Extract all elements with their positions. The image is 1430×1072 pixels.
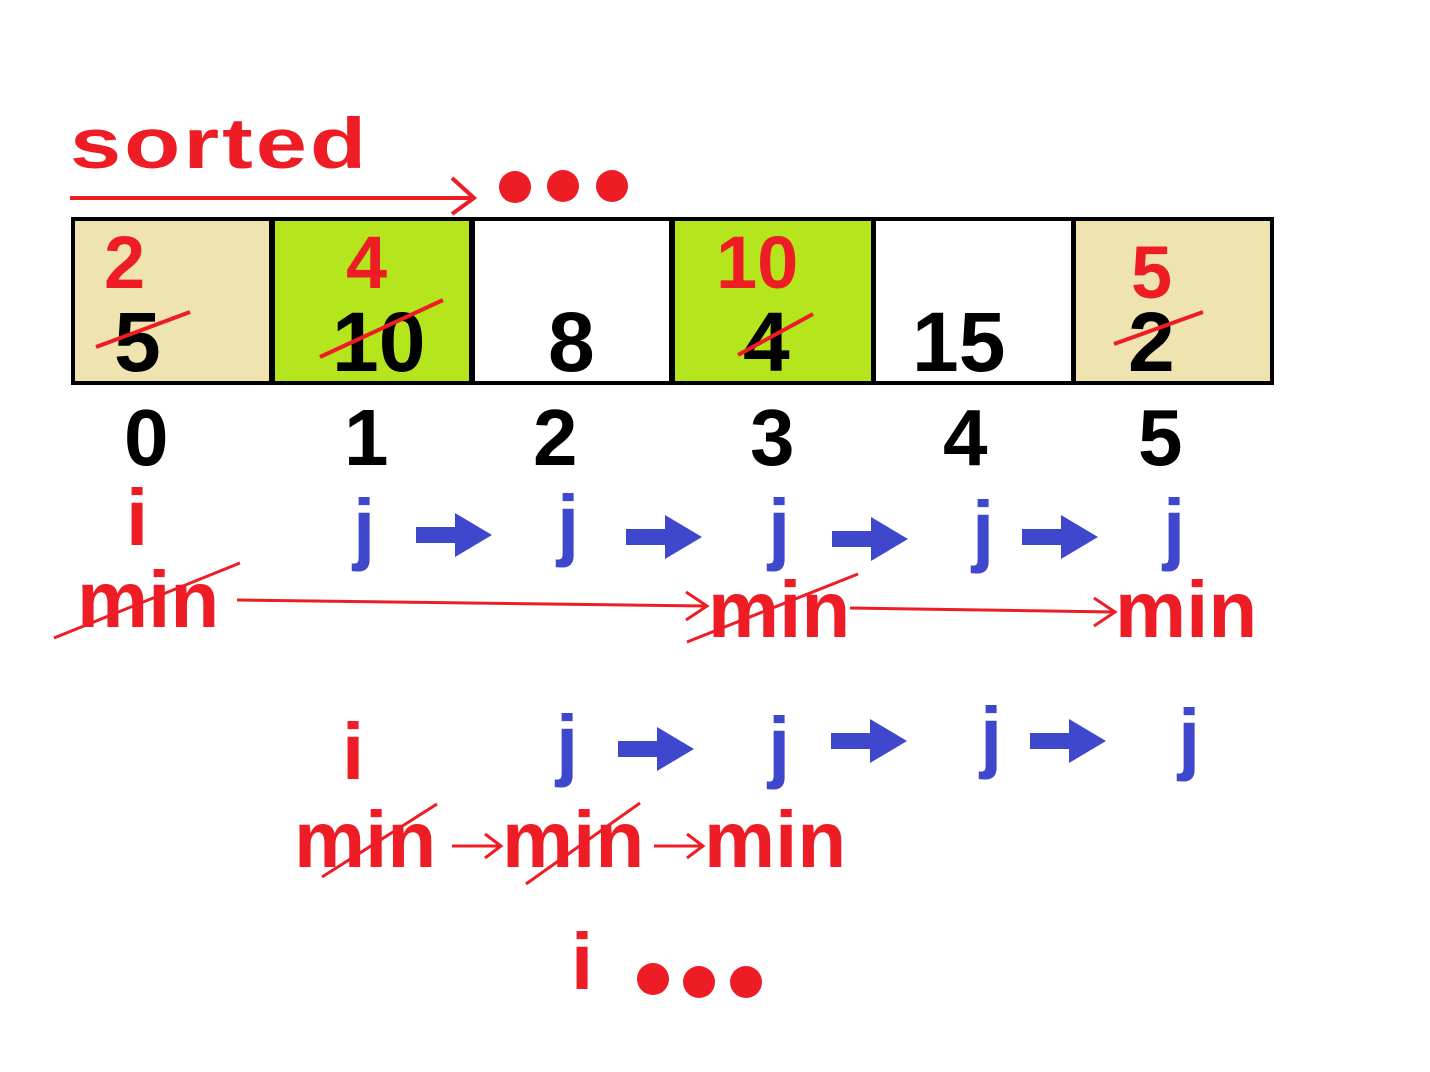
pass1-min-annotations [53, 561, 1118, 644]
cell-0-old-value: 5 [114, 295, 161, 389]
strike-pass2-min-1 [321, 802, 438, 879]
pass1-min-label-3: min [1115, 565, 1258, 654]
pass2-min-label-3: min [704, 795, 847, 884]
strike-pass2-min-2 [525, 801, 641, 886]
pass1-min-label-2: min [708, 565, 851, 654]
pass1-j-label-4: j [972, 485, 995, 574]
strike-cell-0 [95, 310, 191, 349]
array-cell-4 [872, 217, 1075, 385]
pass1-i-label: i [126, 473, 149, 562]
sorted-label: sorted [70, 104, 370, 184]
cell-3-old-value: 4 [743, 295, 790, 389]
cell-5-new-value: 5 [1131, 231, 1173, 314]
pass2-j-label-3: j [980, 691, 1003, 780]
pass2-arrow-3 [1030, 719, 1106, 763]
ellipsis-dots-bottom [637, 963, 762, 998]
cell-strikes [95, 298, 1204, 359]
pass1-j-label-3: j [768, 483, 791, 572]
pass2-j-label-4: j [1178, 693, 1201, 782]
cell-3-new-value: 10 [716, 221, 799, 304]
ellipsis-dots-top [499, 170, 628, 203]
cell-0-new-value: 2 [104, 221, 146, 304]
pass2-j-label-1: j [556, 699, 579, 788]
pass1-min-arrow-2 [849, 606, 1115, 614]
cell-5-old-value: 2 [1128, 295, 1175, 389]
cell-4-value: 15 [912, 295, 1006, 389]
pass1-blue-arrows [416, 513, 1098, 561]
index-0: 0 [124, 393, 169, 482]
pass1-j-label-1: j [353, 483, 376, 572]
pass2-arrow-1 [618, 727, 694, 771]
pass2-min-label-1: min [294, 795, 437, 884]
strike-pass1-min-2 [686, 572, 859, 644]
cell-2-value: 8 [548, 295, 595, 389]
index-2: 2 [533, 393, 578, 482]
pass1-arrow-2 [626, 515, 702, 559]
pass1-j-label-5: j [1163, 483, 1186, 572]
pass2-i-label: i [342, 707, 365, 796]
strike-cell-1 [319, 298, 444, 359]
pass1-arrow-4 [1022, 515, 1098, 559]
array-cell-2 [471, 217, 673, 385]
pass3-i-label: i [571, 917, 594, 1006]
sorted-arrow [70, 176, 478, 216]
cell-1-new-value: 4 [346, 221, 388, 304]
pass2-j-label-2: j [768, 701, 791, 790]
index-3: 3 [750, 393, 795, 482]
pass1-j-label-2: j [557, 479, 580, 568]
strike-cell-5 [1113, 310, 1204, 346]
strike-cell-3 [737, 312, 814, 357]
pass1-min-arrow-1 [236, 598, 707, 608]
array-cell-3 [671, 217, 875, 385]
strike-pass1-min-1 [53, 561, 241, 640]
pass2-arrow-2 [831, 719, 907, 763]
pass2-blue-arrows [618, 719, 1106, 771]
index-4: 4 [943, 393, 988, 482]
pass2-min-label-2: min [502, 795, 645, 884]
array-cell-5 [1072, 217, 1274, 385]
index-1: 1 [344, 393, 389, 482]
pass1-arrow-1 [416, 513, 492, 557]
array-cell-0 [71, 217, 273, 385]
index-5: 5 [1138, 393, 1183, 482]
pass2-min-annotations [321, 801, 706, 886]
pass1-arrow-3 [832, 517, 908, 561]
